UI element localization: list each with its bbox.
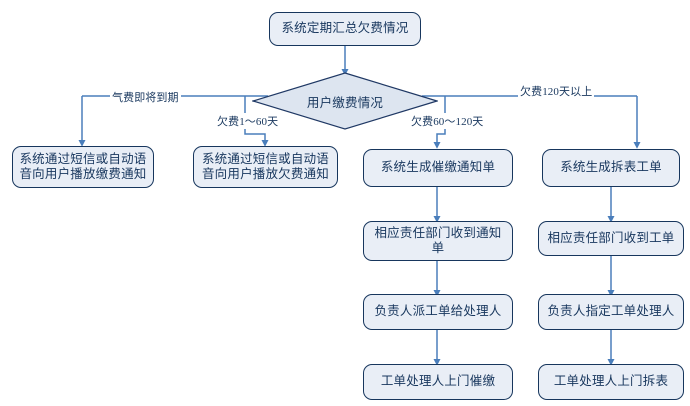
node-label: 系统生成拆表工单 bbox=[560, 160, 662, 175]
node-handler-onsite-dunning[interactable]: 工单处理人上门催缴 bbox=[363, 364, 513, 400]
node-department-receives-order[interactable]: 相应责任部门收到工单 bbox=[538, 221, 684, 256]
node-handler-onsite-removal[interactable]: 工单处理人上门拆表 bbox=[538, 364, 684, 400]
node-label: 负责人派工单给处理人 bbox=[374, 304, 502, 319]
node-label: 系统定期汇总欠费情况 bbox=[281, 21, 409, 36]
node-sms-voice-arrears-notice[interactable]: 系统通过短信或自动语 音向用户播放欠费通知 bbox=[193, 146, 338, 188]
node-label: 系统通过短信或自动语 音向用户播放缴费通知 bbox=[19, 151, 147, 181]
decision-label: 用户缴费情况 bbox=[306, 95, 384, 110]
node-label: 工单处理人上门拆表 bbox=[553, 374, 669, 389]
node-label: 相应责任部门收到通知 单 bbox=[374, 225, 502, 255]
node-manager-designates-handler[interactable]: 负责人指定工单处理人 bbox=[538, 294, 684, 330]
node-label: 系统生成催缴通知单 bbox=[380, 160, 496, 175]
node-generate-dunning-notice[interactable]: 系统生成催缴通知单 bbox=[363, 149, 513, 187]
node-generate-meter-removal-order[interactable]: 系统生成拆表工单 bbox=[542, 149, 680, 187]
node-label: 工单处理人上门催缴 bbox=[380, 374, 496, 389]
diamond-shape bbox=[252, 72, 438, 130]
node-manager-assigns-order[interactable]: 负责人派工单给处理人 bbox=[363, 294, 513, 330]
branch-label-over-120-days: 欠费120天以上 bbox=[518, 83, 595, 99]
node-summarize-arrears[interactable]: 系统定期汇总欠费情况 bbox=[269, 12, 421, 46]
branch-label-gas-due-soon: 气费即将到期 bbox=[110, 89, 181, 105]
node-label: 负责人指定工单处理人 bbox=[547, 304, 675, 319]
node-label: 相应责任部门收到工单 bbox=[547, 230, 675, 245]
branch-label-60-120-days: 欠费60～120天 bbox=[409, 113, 486, 129]
decision-payment-status[interactable]: 用户缴费情况 bbox=[252, 72, 438, 130]
node-sms-voice-payment-notice[interactable]: 系统通过短信或自动语 音向用户播放缴费通知 bbox=[12, 146, 154, 188]
node-label: 系统通过短信或自动语 音向用户播放欠费通知 bbox=[201, 151, 329, 181]
node-department-receives-notice[interactable]: 相应责任部门收到通知 单 bbox=[363, 221, 513, 261]
branch-label-1-60-days: 欠费1～60天 bbox=[215, 113, 281, 129]
